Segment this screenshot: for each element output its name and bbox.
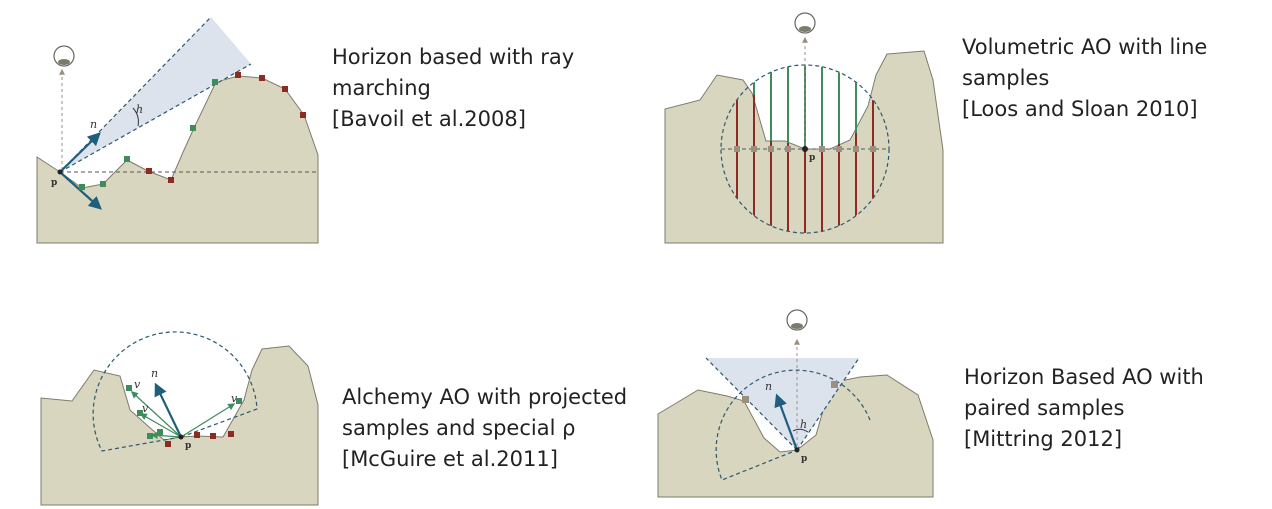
- caption-paired: Horizon Based AO with paired samples [Mi…: [964, 362, 1204, 455]
- panel-volumetric-line: p: [664, 12, 944, 244]
- normal-arrow: [154, 382, 182, 438]
- caption-line: samples and special ρ: [342, 416, 576, 440]
- panel-alchemy: v v v n p: [40, 331, 319, 506]
- samples-green: [126, 385, 242, 439]
- normal-label: n: [90, 118, 97, 131]
- samples-green: [79, 79, 218, 190]
- point-label: p: [809, 153, 815, 163]
- angle-label: h: [800, 418, 807, 431]
- samples-red: [146, 72, 306, 183]
- eye-icon: [53, 45, 75, 67]
- terrain: [657, 374, 934, 498]
- samples-gray: [734, 146, 876, 152]
- caption-volumetric-line: Volumetric AO with line samples [Loos an…: [962, 32, 1207, 125]
- normal-label: n: [765, 380, 772, 393]
- caption-line: Volumetric AO with line: [962, 35, 1208, 59]
- point-label: p: [51, 178, 57, 188]
- caption-alchemy: Alchemy AO with projected samples and sp…: [342, 382, 627, 475]
- point-label: p: [185, 441, 191, 451]
- sample-hemisphere: [92, 331, 258, 452]
- caption-line: Horizon based with ray: [332, 45, 575, 69]
- angle-label: h: [136, 103, 143, 116]
- caption-line: paired samples: [964, 396, 1125, 420]
- horizon-angle-arc: [132, 107, 139, 127]
- normal-arrow: [774, 393, 799, 451]
- terrain: [36, 75, 319, 244]
- point-label: p: [801, 454, 807, 464]
- horizon-angle-arc: [792, 428, 809, 433]
- vector-label: v: [231, 392, 238, 405]
- sample-hemisphere: [715, 369, 871, 481]
- normal-arrow: [59, 132, 101, 173]
- terrain: [40, 345, 319, 506]
- normal-label: n: [151, 367, 158, 380]
- vector-label: v: [134, 378, 141, 391]
- eye-icon: [786, 309, 808, 331]
- eye-icon: [794, 12, 816, 34]
- caption-line: [Mittring 2012]: [964, 427, 1123, 451]
- caption-line: marching: [332, 76, 431, 100]
- caption-horizon-raymarch: Horizon based with ray marching [Bavoil …: [332, 42, 574, 135]
- samples-red: [165, 431, 234, 447]
- samples-paired: [742, 381, 838, 403]
- caption-line: [McGuire et al.2011]: [342, 447, 558, 471]
- caption-line: [Bavoil et al.2008]: [332, 107, 526, 131]
- panel-paired: n h p: [657, 309, 934, 498]
- projected-vectors: [130, 391, 236, 439]
- caption-line: samples: [962, 66, 1050, 90]
- caption-line: Alchemy AO with projected: [342, 385, 628, 409]
- caption-line: [Loos and Sloan 2010]: [962, 97, 1198, 121]
- vector-label: v: [142, 402, 149, 415]
- horizon-cone: [60, 17, 251, 172]
- panel-horizon-raymarch: h n p: [36, 16, 319, 244]
- caption-line: Horizon Based AO with: [964, 365, 1204, 389]
